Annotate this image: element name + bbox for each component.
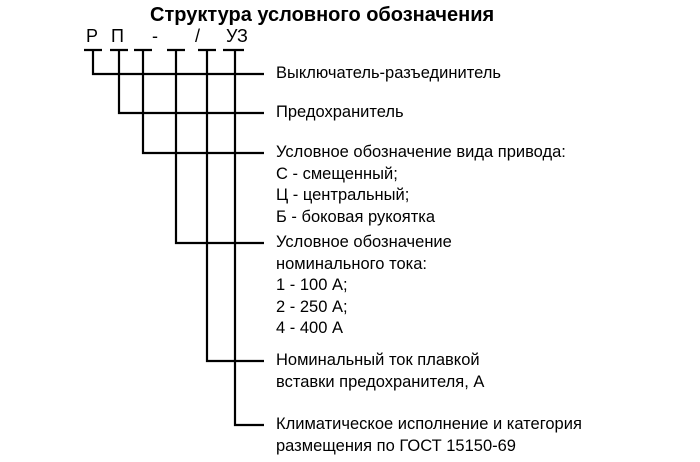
label-line: Ц - центральный; [276, 186, 410, 204]
label-drive-type: Условное обозначение вида привода: С - с… [276, 142, 566, 228]
code-char-u3: УЗ [226, 26, 248, 46]
label-line: Условное обозначение вида привода: [276, 143, 566, 161]
diagram-title: Структура условного обозначения [150, 4, 495, 26]
label-fuse: Предохранитель [276, 102, 404, 124]
connector-3 [141, 50, 264, 155]
label-line: Условное обозначение [276, 233, 452, 251]
connector-2 [117, 50, 264, 115]
code-char-dash: - [152, 26, 158, 46]
label-line: Номинальный ток плавкой [276, 351, 480, 369]
label-line: вставки предохранителя, А [276, 372, 485, 391]
label-line: Предохранитель [276, 103, 404, 121]
label-line: номинального тока: [276, 254, 427, 273]
label-switch-disconnector: Выключатель-разъединитель [276, 63, 501, 85]
label-line: 4 - 400 А [276, 319, 343, 337]
connector-6 [233, 50, 264, 427]
label-line: 2 - 250 А; [276, 297, 348, 316]
label-rated-current: Условное обозначение номинального тока: … [276, 232, 452, 340]
label-climatic-version: Климатическое исполнение и категория раз… [276, 414, 582, 457]
label-line: С - смещенный; [276, 164, 398, 183]
code-char-slash: / [195, 26, 201, 46]
label-line: Б - боковая рукоятка [276, 207, 436, 226]
label-line: 1 - 100 А; [276, 276, 348, 294]
connector-5 [205, 50, 264, 363]
label-fuse-link-current: Номинальный ток плавкой вставки предохра… [276, 350, 484, 393]
connector-4 [174, 50, 264, 245]
code-char-r: Р [86, 26, 99, 46]
label-line: Выключатель-разъединитель [276, 64, 501, 82]
code-char-p: П [111, 26, 124, 46]
label-line: Климатическое исполнение и категория [276, 415, 582, 433]
label-line: размещения по ГОСТ 15150-69 [276, 436, 516, 455]
